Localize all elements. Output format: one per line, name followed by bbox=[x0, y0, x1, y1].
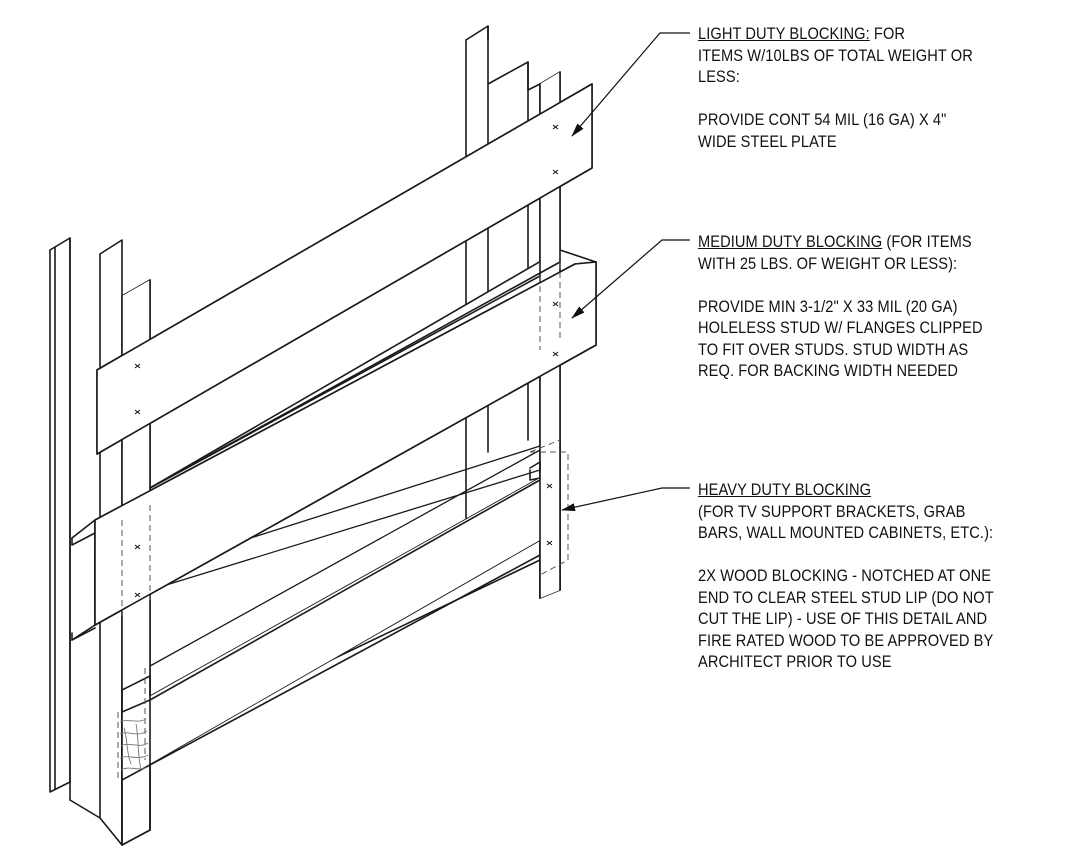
screw-mark bbox=[552, 301, 559, 307]
light-duty-line3: LESS: bbox=[698, 67, 740, 86]
medium-duty-desc1: PROVIDE MIN 3-1/2" X 33 MIL (20 GA) bbox=[698, 296, 958, 316]
screw-mark bbox=[134, 544, 141, 550]
wood-grain bbox=[119, 718, 149, 771]
medium-duty-leader bbox=[571, 239, 690, 319]
heavy-duty-leader bbox=[561, 487, 690, 512]
heavy-duty-note: HEAVY DUTY BLOCKING (FOR TV SUPPORT BRAC… bbox=[698, 479, 1012, 673]
screw-mark bbox=[134, 592, 141, 598]
screw-marks bbox=[134, 124, 559, 598]
screw-mark bbox=[552, 351, 559, 357]
screw-mark bbox=[552, 124, 559, 130]
right-stud-lower-overlay bbox=[529, 439, 561, 599]
heavy-duty-desc2: END TO CLEAR STEEL STUD LIP (DO NOT bbox=[698, 587, 994, 607]
light-duty-plate-front bbox=[96, 83, 593, 455]
leader-lines bbox=[561, 32, 690, 512]
light-duty-leader bbox=[571, 32, 690, 137]
screw-mark bbox=[134, 363, 141, 369]
screw-mark bbox=[134, 409, 141, 415]
medium-duty-desc3: TO FIT OVER STUDS. STUD WIDTH AS bbox=[698, 339, 969, 359]
heavy-duty-desc3: CUT THE LIP) - USE OF THIS DETAIL AND bbox=[698, 609, 988, 628]
light-duty-desc2: WIDE STEEL PLATE bbox=[698, 131, 837, 151]
heavy-duty-desc4: FIRE RATED WOOD TO BE APPROVED BY bbox=[698, 630, 994, 650]
light-duty-note: LIGHT DUTY BLOCKING: FOR ITEMS W/10LBS O… bbox=[698, 23, 1012, 152]
heavy-duty-line2: (FOR TV SUPPORT BRACKETS, GRAB bbox=[698, 501, 966, 521]
medium-duty-line2: WITH 25 LBS. OF WEIGHT OR LESS): bbox=[698, 253, 958, 273]
medium-duty-desc2: HOLELESS STUD W/ FLANGES CLIPPED bbox=[698, 318, 983, 337]
light-duty-line2: ITEMS W/10LBS OF TOTAL WEIGHT OR bbox=[698, 45, 973, 65]
medium-duty-heading: MEDIUM DUTY BLOCKING bbox=[698, 232, 883, 251]
medium-duty-note: MEDIUM DUTY BLOCKING (FOR ITEMS WITH 25 … bbox=[698, 231, 1012, 382]
screw-mark bbox=[546, 483, 553, 489]
heavy-block-front-overlay bbox=[121, 478, 541, 781]
heavy-duty-heading: HEAVY DUTY BLOCKING bbox=[698, 480, 872, 499]
light-duty-heading: LIGHT DUTY BLOCKING: bbox=[698, 24, 870, 43]
heavy-duty-desc1: 2X WOOD BLOCKING - NOTCHED AT ONE bbox=[698, 566, 992, 585]
left-stud-lower-overlay bbox=[121, 675, 151, 846]
screw-mark bbox=[552, 169, 559, 175]
screw-mark bbox=[546, 540, 553, 546]
heavy-duty-desc5: ARCHITECT PRIOR TO USE bbox=[698, 652, 892, 671]
medium-block-front-overlay bbox=[94, 261, 597, 626]
light-duty-heading-rest: FOR bbox=[869, 24, 906, 43]
medium-duty-heading-rest: (FOR ITEMS bbox=[882, 232, 972, 251]
light-duty-desc1: PROVIDE CONT 54 MIL (16 GA) X 4" bbox=[698, 110, 947, 129]
medium-duty-desc4: REQ. FOR BACKING WIDTH NEEDED bbox=[698, 361, 958, 380]
heavy-duty-line3: BARS, WALL MOUNTED CABINETS, ETC.): bbox=[698, 523, 994, 542]
